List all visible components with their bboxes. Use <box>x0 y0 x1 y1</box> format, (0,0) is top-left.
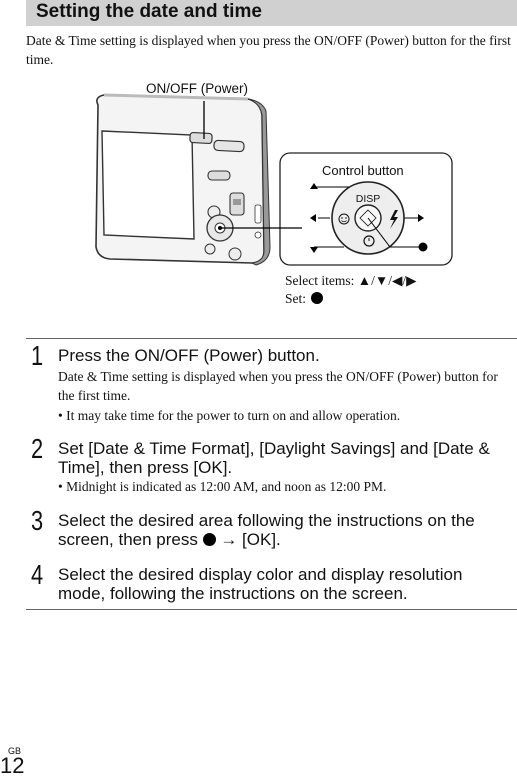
intro-text: Date & Time setting is displayed when yo… <box>26 33 511 67</box>
step-body: Date & Time setting is displayed when yo… <box>58 369 498 403</box>
center-button-dot-icon <box>311 292 324 304</box>
divider-bottom <box>26 609 517 610</box>
set-label: Set: <box>285 291 307 306</box>
power-button-label: ON/OFF (Power) <box>146 81 249 96</box>
set-caption: Set: <box>285 290 324 308</box>
select-items-caption: Select items: ▲/▼/◀/▶ <box>285 273 417 288</box>
step-number: 2 <box>31 433 44 464</box>
step-number: 4 <box>31 559 44 590</box>
camera-figure: DISP <box>80 75 460 315</box>
section-header: Setting the date and time <box>26 0 517 26</box>
step-title: Select the desired area following the in… <box>58 511 514 549</box>
page-number: 12 <box>0 753 25 778</box>
center-button-dot-icon <box>202 533 216 546</box>
language-code: GB <box>8 746 22 756</box>
step-note: • It may take time for the power to turn… <box>58 408 401 423</box>
step-title-text: Select the desired area following the in… <box>58 511 475 549</box>
step-title: Select the desired display color and dis… <box>58 565 463 603</box>
step-title: Set [Date & Time Format], [Daylight Savi… <box>58 439 490 477</box>
camera-illustration: DISP <box>95 93 453 266</box>
step-title-suffix: → [OK]. <box>220 530 281 549</box>
step-number: 1 <box>31 340 44 371</box>
step-title: Press the ON/OFF (Power) button. <box>58 346 320 365</box>
step-number: 3 <box>31 505 44 536</box>
divider-top <box>26 338 517 339</box>
step-note: • Midnight is indicated as 12:00 AM, and… <box>58 479 387 494</box>
section-title: Setting the date and time <box>36 1 262 22</box>
svg-text:DISP: DISP <box>356 193 381 205</box>
control-button-label: Control button <box>322 163 404 178</box>
